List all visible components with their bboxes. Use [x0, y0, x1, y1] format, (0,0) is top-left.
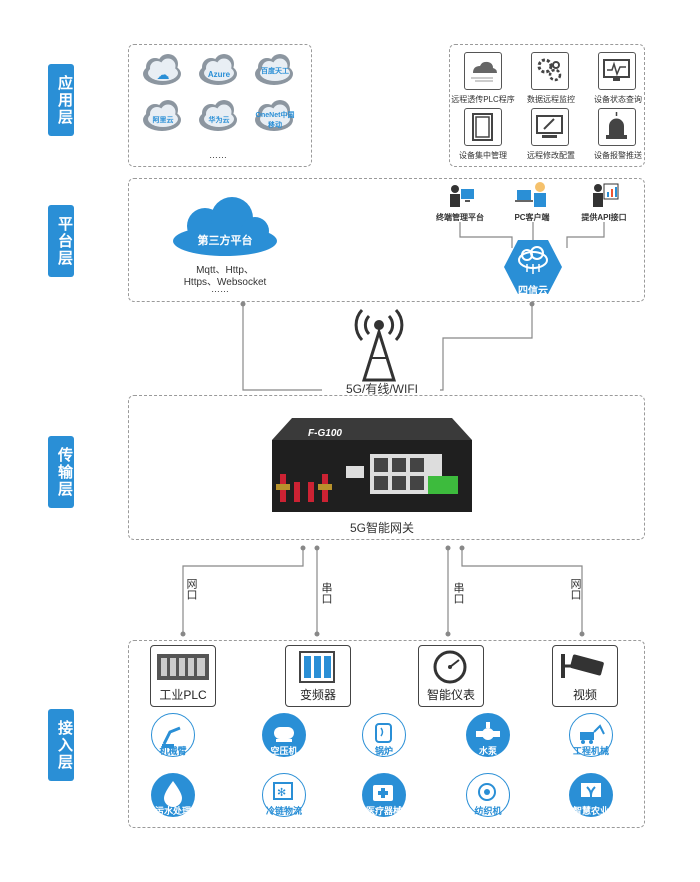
robot-arm-icon [151, 713, 195, 757]
function-label: 远程修改配置 [527, 151, 575, 160]
device-label: 变频器 [299, 688, 336, 702]
link-label: 串口 [320, 582, 332, 604]
cloud-grid [143, 54, 293, 131]
protocols-line2: Https、Websocket [183, 277, 267, 288]
gateway-device-image [272, 418, 472, 512]
platform-item-label: 提供API接口 [581, 213, 627, 222]
application-label: 机械臂 [159, 746, 187, 756]
platform-box [128, 178, 645, 302]
network-label: 5G/有线/WIFI [345, 382, 418, 396]
terminal-manage-icon [450, 185, 474, 207]
device-meter: 智能仪表 [418, 645, 484, 707]
cold-chain-icon: ✻ [262, 773, 306, 817]
link-label: 网口 [569, 578, 581, 600]
protocols-line1: Mqtt、Http、 [196, 265, 254, 276]
cloud-label: 百度天工 [261, 68, 289, 75]
application-label: 冷链物流 [265, 806, 302, 816]
pc-client-icon [515, 182, 546, 207]
cloud-label: OneNet中国移动 [255, 112, 295, 129]
cloud-platforms-box [128, 44, 312, 167]
function-label: 远程透传PLC程序 [451, 95, 515, 104]
gears-monitor-icon [531, 52, 569, 90]
camera-icon [561, 654, 604, 678]
function-label: 设备报警推送 [594, 151, 642, 160]
application-label: 空压机 [270, 746, 298, 756]
function-label: 设备状态查询 [594, 95, 642, 104]
ellipsis: …… [209, 150, 227, 160]
device-camera: 视频 [552, 645, 618, 707]
monitor-wave-icon [598, 52, 636, 90]
transport-box [128, 395, 645, 540]
tower-icon [354, 308, 404, 382]
device-inverter: 变频器 [285, 645, 351, 707]
cloud-label: Azure [207, 70, 231, 79]
cloud-label: 阿里云 [152, 117, 174, 124]
platform-item-label: 终端管理平台 [436, 213, 484, 222]
water-drop-icon [151, 773, 195, 817]
boiler-icon [362, 713, 406, 757]
application-label: 水泵 [478, 746, 497, 756]
application-label: 智慧农业 [572, 806, 609, 816]
third-party-cloud-icon [173, 197, 277, 256]
excavator-icon [569, 713, 613, 757]
cloud-label: 华为云 [208, 117, 230, 124]
device-label: 视频 [572, 688, 597, 702]
layer-tag-access: 接入层 [48, 709, 74, 781]
layer-tag-application: 应用层 [48, 64, 74, 136]
cabinet-icon [464, 108, 502, 146]
device-label: 工业PLC [159, 688, 207, 702]
link-label: 网口 [185, 578, 197, 600]
application-label: 纺织机 [474, 806, 502, 816]
api-icon [593, 183, 619, 207]
edit-screen-icon [531, 108, 569, 146]
gateway-model: F-G100 [308, 428, 342, 439]
access-box [128, 640, 645, 828]
gateway-label: 5G智能网关 [349, 521, 414, 535]
medical-icon [362, 773, 406, 817]
svg-text:✻: ✻ [277, 786, 286, 799]
application-label: 锅炉 [374, 746, 393, 756]
compressor-icon [262, 713, 306, 757]
application-label: 污水处理 [154, 806, 191, 816]
third-party-label: 第三方平台 [197, 235, 253, 247]
siwei-cloud-hexagon-icon [504, 240, 562, 294]
agriculture-icon [569, 773, 613, 817]
gauge-icon [433, 650, 467, 684]
function-label: 设备集中管理 [459, 151, 507, 160]
device-label: 智能仪表 [426, 688, 475, 702]
plc-icon [157, 654, 209, 680]
link-label: 串口 [452, 582, 464, 604]
application-label: 工程机械 [572, 746, 609, 756]
cloud-logo-icon: ☁ [156, 67, 170, 82]
layer-tag-platform: 平台层 [48, 205, 74, 277]
device-plc: 工业PLC [150, 645, 216, 707]
textile-icon [466, 773, 510, 817]
function-label: 数据远程监控 [527, 95, 575, 104]
cloud-transfer-icon [464, 52, 502, 90]
application-label: 医疗器械 [365, 806, 402, 816]
platform-item-label: PC客户端 [514, 213, 550, 222]
ellipsis: …… [211, 284, 229, 294]
functions-box [449, 44, 645, 167]
pump-icon [466, 713, 510, 757]
alarm-icon [598, 108, 636, 146]
layer-tag-transport: 传输层 [48, 436, 74, 508]
inverter-icon [299, 651, 335, 683]
cloud-name: 四信云 [518, 286, 548, 297]
